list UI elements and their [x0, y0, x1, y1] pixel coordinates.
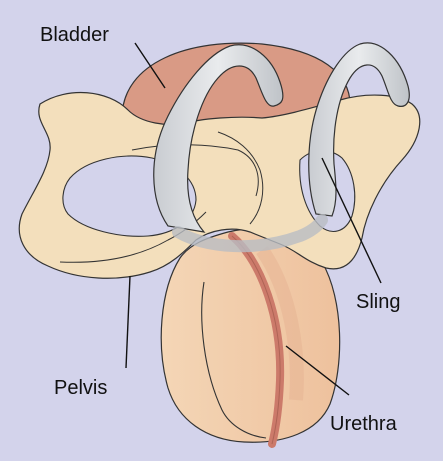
pelvis-label: Pelvis	[54, 377, 107, 399]
sling-label: Sling	[356, 291, 400, 313]
bladder-label: Bladder	[40, 24, 109, 46]
urethra-label: Urethra	[330, 413, 398, 435]
